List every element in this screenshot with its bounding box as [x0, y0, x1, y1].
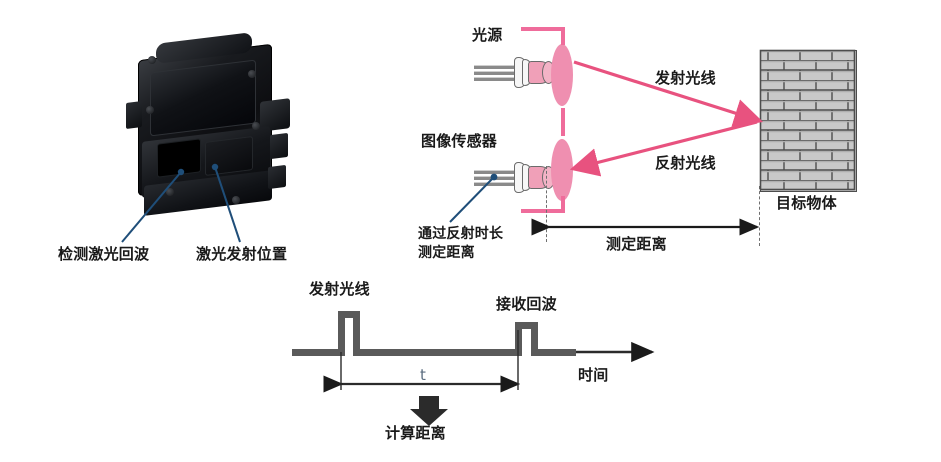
label-light-source: 光源 — [472, 26, 503, 44]
label-sensor-callout-line1: 通过反射时长 — [418, 226, 504, 242]
sensor-wire-3 — [474, 182, 518, 186]
device-side-tab-left — [126, 101, 142, 129]
bracket-top-horizontal — [521, 27, 565, 31]
waveform-pulse1-top — [338, 311, 360, 318]
label-laser-emit-position: 激光发射位置 — [196, 245, 288, 263]
sensor-wire-1 — [474, 170, 518, 174]
label-measured-distance: 测定距离 — [606, 235, 667, 253]
device-receiver-window — [158, 139, 200, 177]
down-arrow-to-result — [410, 396, 448, 426]
waveform-baseline-middle — [353, 349, 515, 356]
device-side-tab-right-lower — [268, 164, 286, 190]
image-sensor-led — [474, 160, 555, 196]
bracket-bottom-vertical — [561, 196, 565, 213]
waveform-pulse1-fall — [353, 311, 360, 356]
light-source-led — [474, 55, 555, 91]
receiver-lens — [551, 139, 573, 201]
device-screw-top-right — [248, 70, 256, 78]
waveform-pulse2-top — [515, 322, 538, 329]
label-target-object: 目标物体 — [776, 194, 837, 212]
distance-start-dashed-line — [546, 166, 547, 242]
label-emitted-ray: 发射光线 — [655, 69, 716, 87]
target-object-wall — [760, 50, 857, 192]
bracket-middle-vertical — [561, 108, 565, 136]
waveform-baseline-left — [292, 349, 338, 356]
device-emitter-window — [206, 137, 252, 175]
led-wire-3 — [474, 77, 518, 81]
device-front-panel — [150, 59, 256, 137]
device-screw-bottom-right — [232, 196, 240, 204]
label-calculated-distance: 计算距离 — [385, 424, 446, 442]
device-screw-top-left — [148, 56, 156, 64]
emitter-lens — [551, 44, 573, 106]
label-received-echo: 接收回波 — [496, 295, 557, 313]
label-time-axis: 时间 — [578, 366, 609, 384]
label-detect-echo: 检测激光回波 — [58, 245, 150, 263]
bracket-bottom-horizontal — [521, 209, 565, 213]
device-screw-mid-left — [146, 106, 154, 114]
device-screw-mid-right — [252, 122, 260, 130]
waveform-pulse1-rise — [338, 311, 345, 356]
led-wire-2 — [474, 71, 518, 75]
waveform-pulse2-fall — [531, 322, 538, 356]
device-side-tab-right — [270, 132, 288, 160]
bracket-top-vertical — [561, 27, 565, 45]
label-interval-t: t — [420, 366, 427, 384]
led-wire-1 — [474, 65, 518, 69]
label-emitted-pulse: 发射光线 — [309, 280, 370, 298]
label-sensor-callout-line2: 测定距离 — [418, 245, 475, 261]
lidar-device-photo — [120, 30, 305, 220]
label-reflected-ray: 反射光线 — [655, 154, 716, 172]
waveform-baseline-right — [531, 349, 576, 356]
label-image-sensor: 图像传感器 — [421, 132, 498, 150]
sensor-wire-2 — [474, 176, 518, 180]
distance-end-dashed-line — [759, 186, 760, 246]
device-screw-bottom-left — [166, 188, 174, 196]
